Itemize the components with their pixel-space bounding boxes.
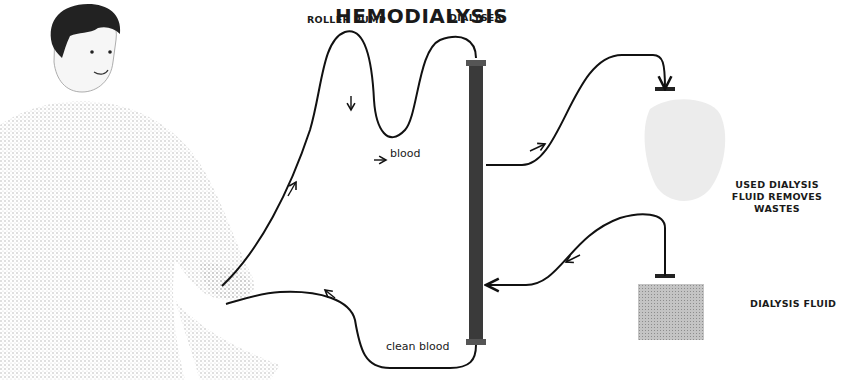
flow-label: clean blood (386, 340, 450, 353)
fluid-tube (486, 214, 665, 285)
fluid-tube (486, 55, 665, 165)
part-label: ROLLER PUMP (307, 14, 386, 25)
fluid-label: USED DIALYSIS FLUID REMOVES WASTES (718, 179, 836, 215)
dialyser-body (466, 60, 486, 345)
dialyser: DIALYSER (466, 60, 486, 345)
fluid-label: DIALYSIS FLUID (750, 298, 836, 309)
fluid-container: DIALYSIS FLUID (630, 276, 838, 344)
fluid-bag (638, 284, 704, 340)
blood-tube (222, 31, 476, 368)
flow-arrow (288, 96, 580, 298)
part-label: DIALYSER (449, 12, 502, 23)
fluid-region: USED DIALYSIS FLUID REMOVES WASTES (640, 89, 840, 217)
patient-figure (0, 4, 280, 380)
flow-label: blood (390, 147, 420, 160)
